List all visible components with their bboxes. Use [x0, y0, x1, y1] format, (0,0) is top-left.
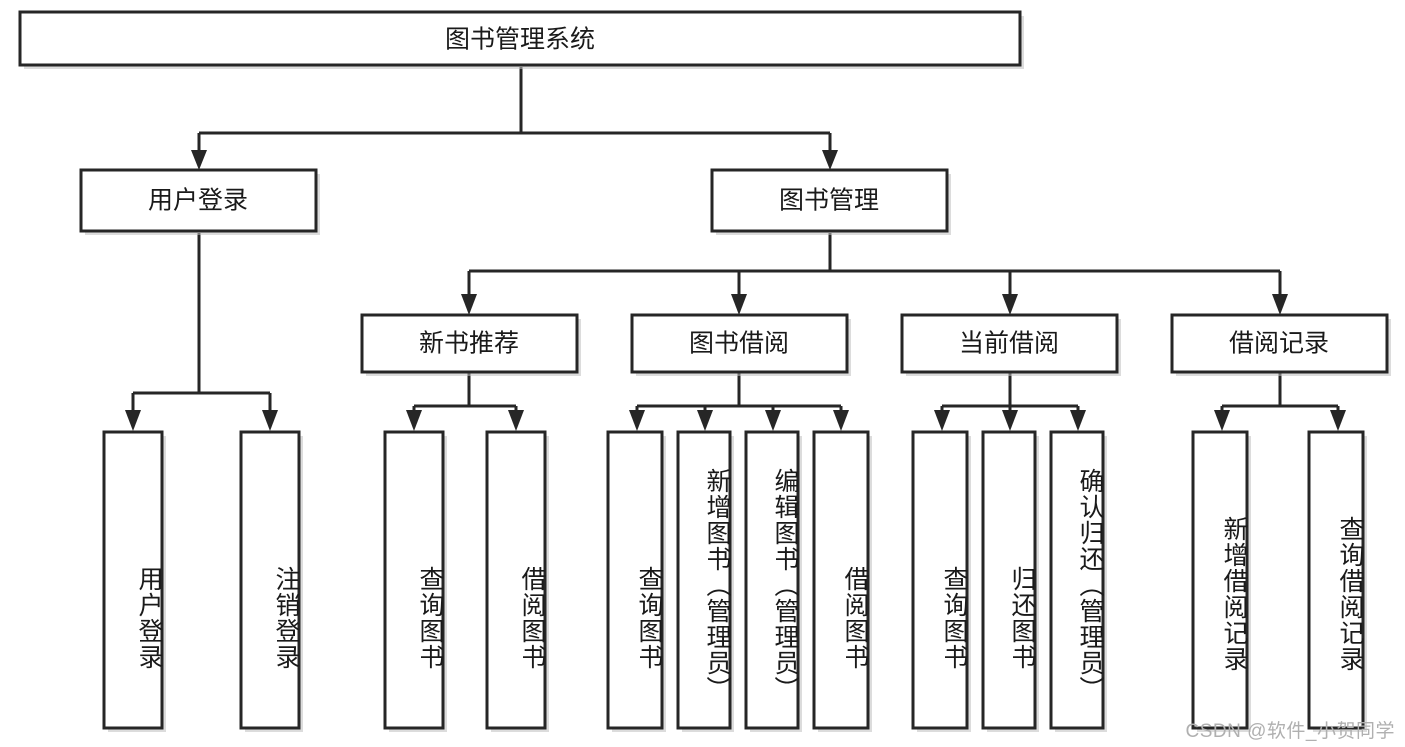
arrow-head-book-borrow [731, 294, 747, 315]
node-leaf-confirm-return[interactable] [1049, 430, 1107, 732]
node-leaf-logout-login-box [239, 430, 301, 730]
node-leaf-edit-book-box [744, 430, 800, 730]
node-leaf-return-book[interactable] [981, 430, 1039, 732]
node-leaf-query-book-2-box [606, 430, 664, 730]
arrow-head-leaf-user-login [125, 410, 141, 431]
arrow-head-leaf-confirm-return [1070, 410, 1086, 431]
node-new-book-recommend[interactable]: 新书推荐 [360, 313, 581, 376]
node-leaf-borrow-book-2-box [812, 430, 870, 730]
node-leaf-borrow-book-1[interactable] [485, 430, 549, 732]
node-borrow-record-box [1170, 313, 1389, 374]
node-leaf-logout-login[interactable] [239, 430, 303, 732]
node-leaf-add-book-box [676, 430, 732, 730]
node-borrow-record[interactable]: 借阅记录 [1170, 313, 1391, 376]
arrow-head-leaf-query-record [1330, 410, 1346, 431]
node-leaf-edit-book[interactable] [744, 430, 802, 732]
node-current-borrow[interactable]: 当前借阅 [900, 313, 1121, 376]
node-new-book-recommend-box [360, 313, 579, 374]
node-leaf-user-login-box [102, 430, 164, 730]
arrow-head-book-management [822, 150, 838, 170]
node-book-management-label: 图书管理 [779, 187, 879, 215]
arrow-head-current-borrow [1002, 294, 1018, 315]
node-borrow-record-label: 借阅记录 [1229, 330, 1329, 358]
arrow-head-leaf-query-book-1 [406, 410, 422, 431]
node-book-management[interactable]: 图书管理 [710, 168, 951, 235]
node-leaf-query-book-1[interactable] [383, 430, 447, 732]
connector-layer [125, 67, 1346, 431]
node-book-borrow[interactable]: 图书借阅 [630, 313, 851, 376]
node-leaf-return-book-box [981, 430, 1037, 730]
node-root-box [18, 10, 1022, 67]
arrow-head-leaf-query-book-3 [934, 410, 950, 431]
node-book-borrow-box [630, 313, 849, 374]
node-leaf-query-book-3[interactable] [911, 430, 971, 732]
node-current-borrow-box [900, 313, 1119, 374]
node-leaf-add-record[interactable] [1191, 430, 1251, 732]
arrow-head-leaf-return-book [1002, 410, 1018, 431]
arrow-head-leaf-add-record [1214, 410, 1230, 431]
node-leaf-query-book-3-box [911, 430, 969, 730]
node-user-login[interactable]: 用户登录 [79, 168, 320, 235]
arrow-head-leaf-borrow-book-2 [833, 410, 849, 431]
arrow-head-leaf-query-book-2 [629, 410, 645, 431]
csdn-watermark: CSDN @软件_小贺同学 [1185, 721, 1395, 742]
node-user-login-box [79, 168, 318, 233]
node-leaf-borrow-book-1-box [485, 430, 547, 730]
arrow-head-leaf-add-book [697, 410, 713, 431]
arrow-head-leaf-borrow-book-1 [508, 410, 524, 431]
node-root[interactable]: 图书管理系统 [18, 10, 1024, 69]
node-leaf-confirm-return-box [1049, 430, 1105, 730]
node-leaf-query-book-1-box [383, 430, 445, 730]
arrow-head-leaf-edit-book [765, 410, 781, 431]
node-root-label: 图书管理系统 [445, 26, 595, 54]
node-leaf-query-book-2[interactable] [606, 430, 666, 732]
node-leaf-borrow-book-2[interactable] [812, 430, 872, 732]
node-book-management-box [710, 168, 949, 233]
node-leaf-user-login[interactable] [102, 430, 166, 732]
node-current-borrow-label: 当前借阅 [959, 330, 1059, 358]
node-user-login-label: 用户登录 [148, 187, 248, 215]
arrow-head-borrow-record [1272, 294, 1288, 315]
node-new-book-recommend-label: 新书推荐 [419, 330, 519, 358]
arrow-head-new-book-recommend [461, 294, 477, 315]
node-leaf-query-record-box [1307, 430, 1365, 730]
node-leaf-add-book[interactable] [676, 430, 734, 732]
node-leaf-query-record[interactable] [1307, 430, 1367, 732]
node-book-borrow-label: 图书借阅 [689, 330, 789, 358]
node-leaf-add-record-box [1191, 430, 1249, 730]
arrow-head-user-login [191, 150, 207, 170]
arrow-head-leaf-logout-login [262, 410, 278, 431]
